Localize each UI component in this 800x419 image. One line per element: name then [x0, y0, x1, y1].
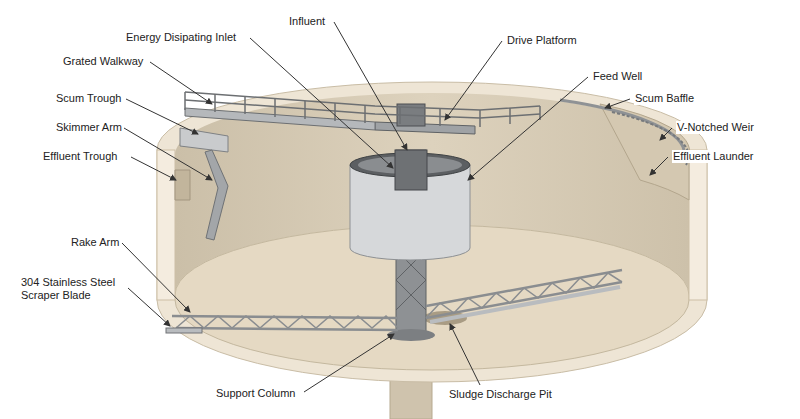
scraper-blade [430, 287, 620, 322]
rake-arm [172, 316, 398, 330]
part-label: 304 Stainless Steel Scraper Blade [20, 276, 128, 302]
leader-line [124, 128, 212, 180]
rake-truss [176, 316, 398, 328]
leader-line [150, 62, 212, 104]
part-label: Support Column [215, 387, 297, 400]
leader-line [131, 157, 176, 180]
leader-line [450, 324, 480, 385]
tank-body [157, 82, 707, 382]
leader-lines [122, 22, 672, 392]
skimmer-arm [205, 150, 228, 240]
leader-line [605, 99, 630, 108]
part-label: Effluent Trough [42, 150, 118, 163]
leader-line [122, 243, 190, 312]
leader-line [334, 22, 407, 150]
leader-line [126, 99, 198, 134]
leader-line [650, 157, 668, 175]
scum-baffle [560, 100, 684, 150]
part-label: Grated Walkway [62, 55, 144, 68]
leader-line [660, 128, 672, 140]
leader-line [468, 77, 588, 180]
part-label: Scum Baffle [634, 92, 695, 105]
effluent-trough [175, 170, 190, 200]
part-label: Feed Well [592, 70, 643, 83]
wall-cut-face [689, 150, 707, 300]
scum-trough [180, 128, 228, 152]
part-label: Sludge Discharge Pit [448, 388, 553, 401]
part-label: Rake Arm [70, 236, 120, 249]
part-label: Drive Platform [506, 34, 578, 47]
part-label: V-Notched Weir [676, 121, 755, 134]
leader-line [128, 288, 170, 326]
leader-line [445, 41, 502, 120]
leader-line [304, 334, 394, 392]
energy-dissipating-inlet [395, 150, 427, 190]
leader-line [250, 38, 393, 168]
part-label: Effluent Launder [672, 150, 755, 163]
railing-post [185, 92, 540, 127]
part-label: Skimmer Arm [55, 121, 123, 134]
part-label: Scum Trough [55, 92, 122, 105]
part-label: Energy Disipating Inlet [125, 31, 237, 44]
rake-truss [426, 273, 622, 318]
part-label: Influent [288, 15, 326, 28]
wall-cut-face [157, 150, 175, 300]
railing [185, 92, 540, 118]
scraper-blade [166, 328, 202, 333]
